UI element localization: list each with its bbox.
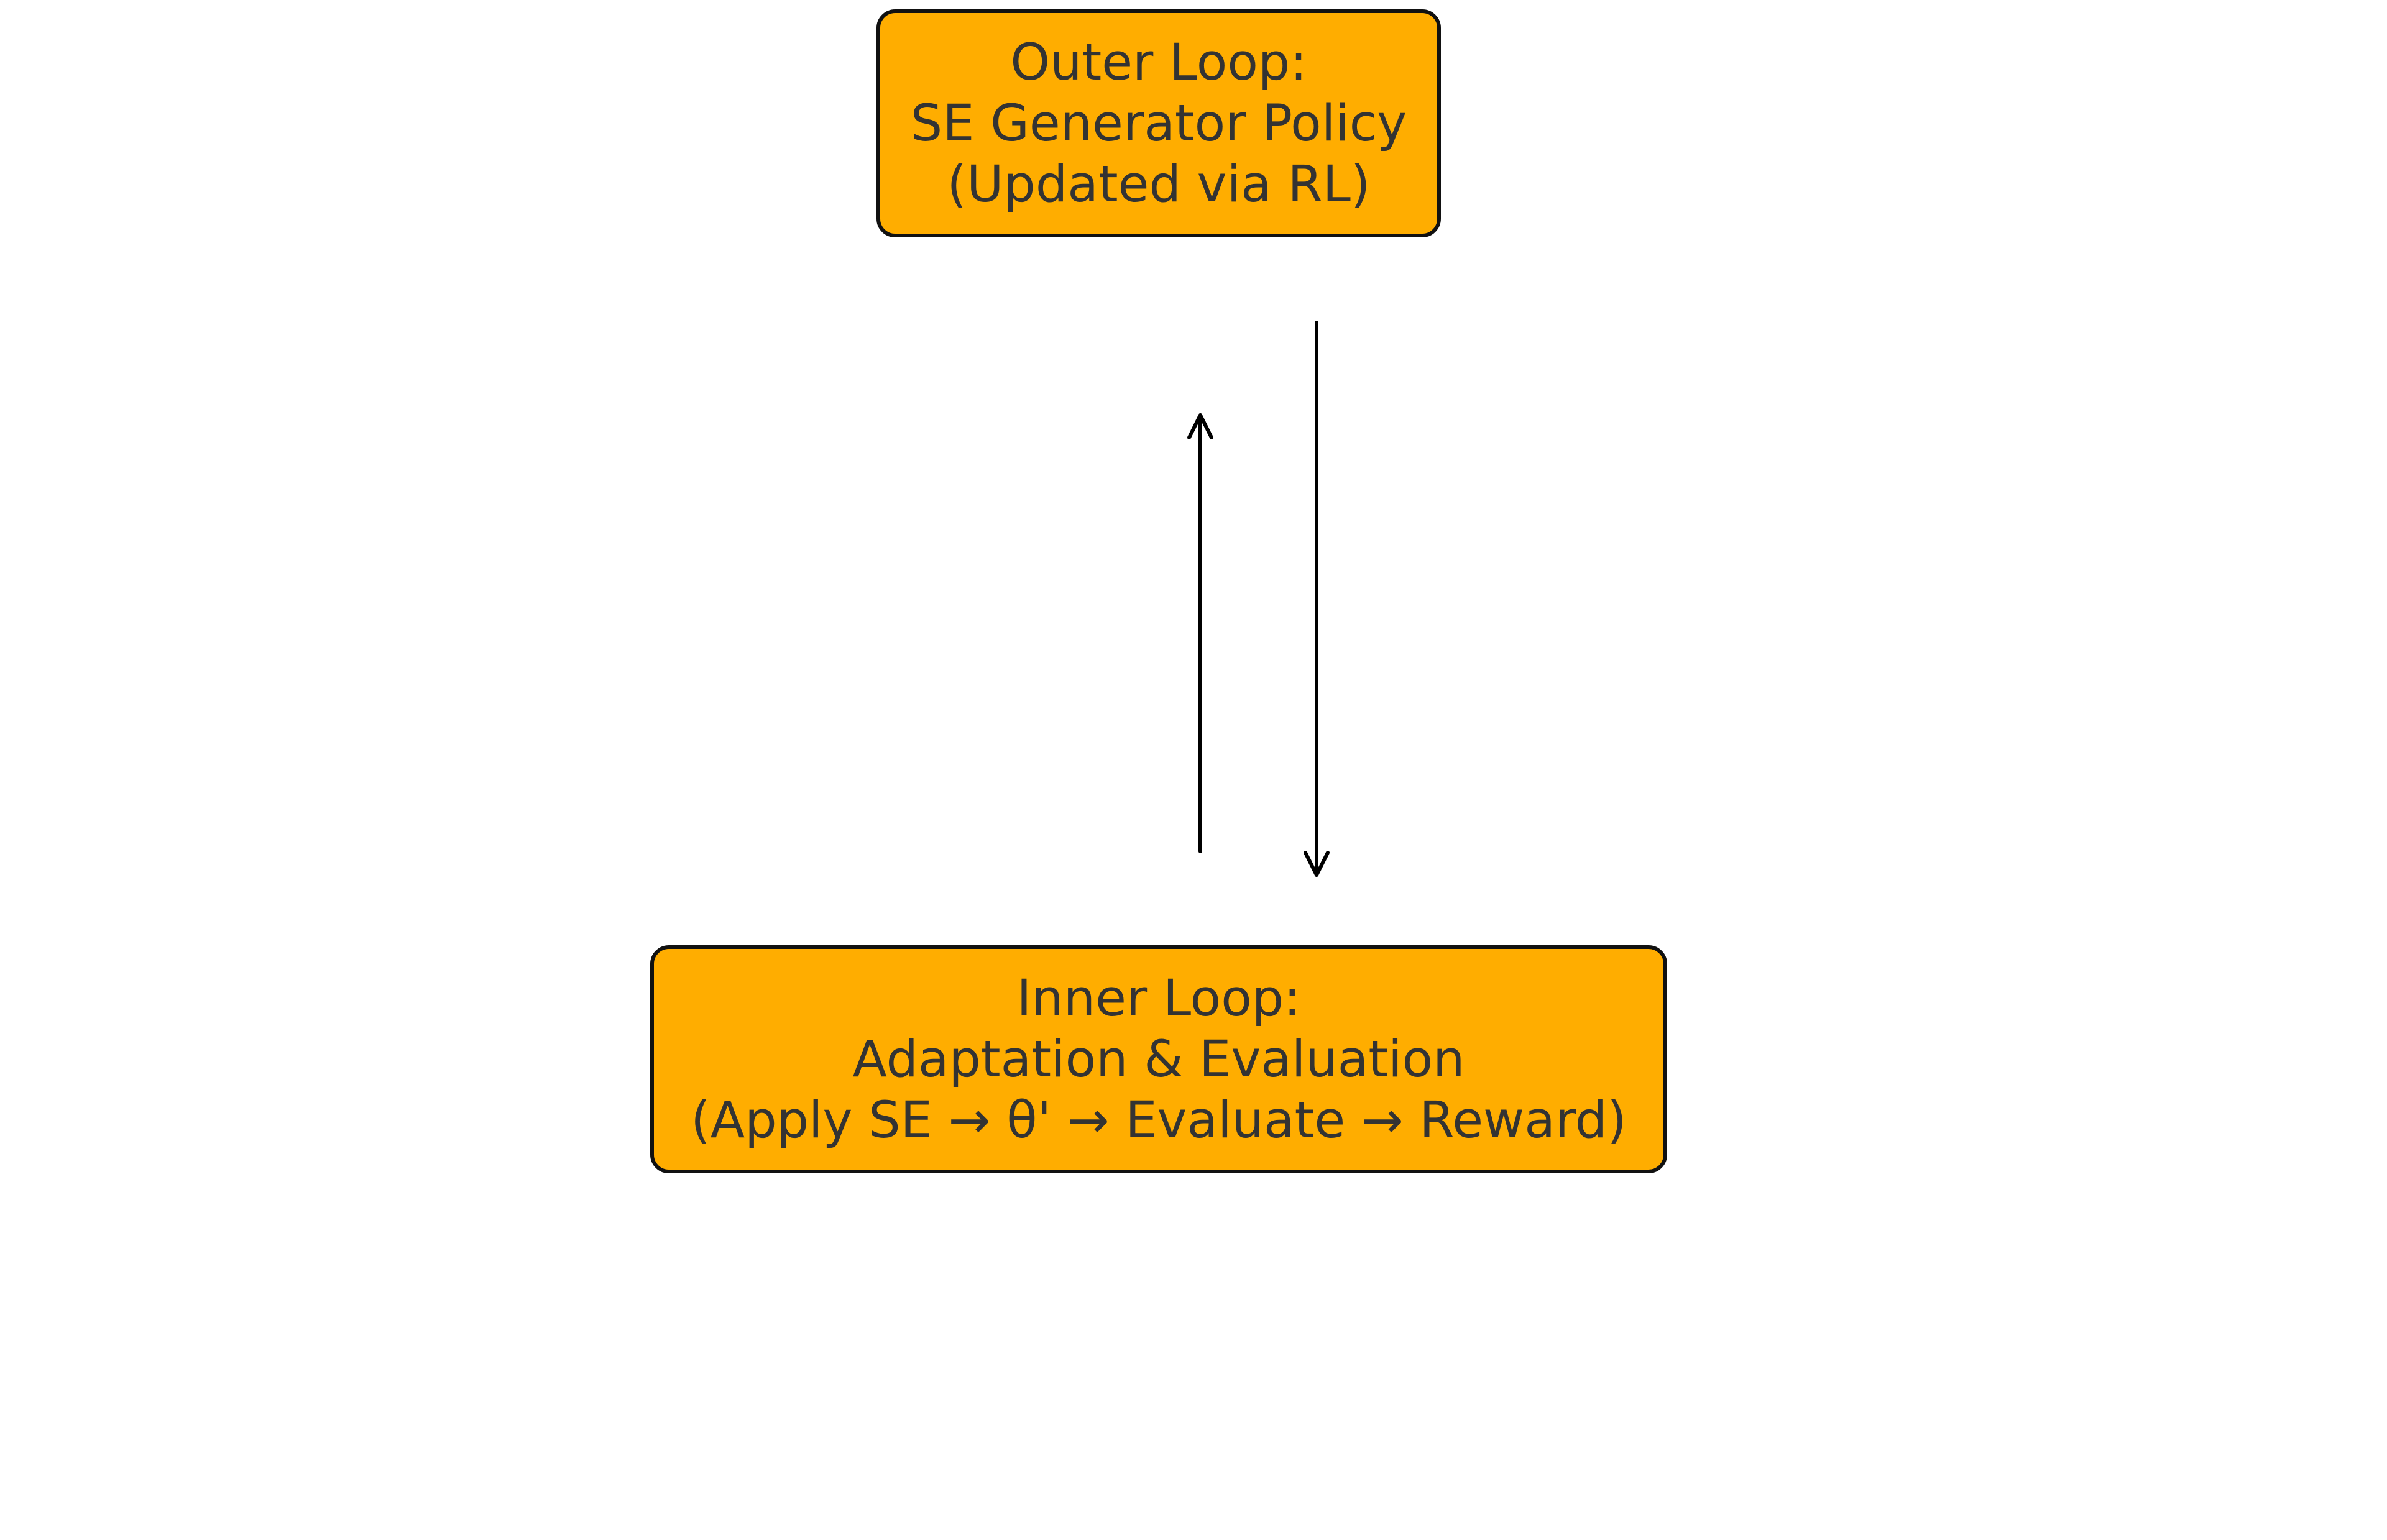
arrow-up-inner-to-outer	[1187, 413, 1213, 853]
arrow-down-head	[1304, 851, 1330, 877]
arrow-down-outer-to-inner	[1304, 321, 1330, 877]
arrow-up-head	[1187, 413, 1213, 439]
inner-loop-note: (Apply SE → θ' → Evaluate → Reward)	[691, 1091, 1627, 1150]
inner-loop-box: Inner Loop: Adaptation & Evaluation (App…	[650, 945, 1667, 1173]
inner-loop-subtitle: Adaptation & Evaluation	[852, 1030, 1465, 1089]
outer-loop-title: Outer Loop:	[1010, 33, 1307, 92]
inner-loop-title: Inner Loop:	[1016, 969, 1301, 1028]
outer-loop-box: Outer Loop: SE Generator Policy (Updated…	[876, 9, 1441, 237]
outer-loop-note: (Updated via RL)	[947, 155, 1371, 214]
outer-loop-subtitle: SE Generator Policy	[910, 94, 1407, 153]
